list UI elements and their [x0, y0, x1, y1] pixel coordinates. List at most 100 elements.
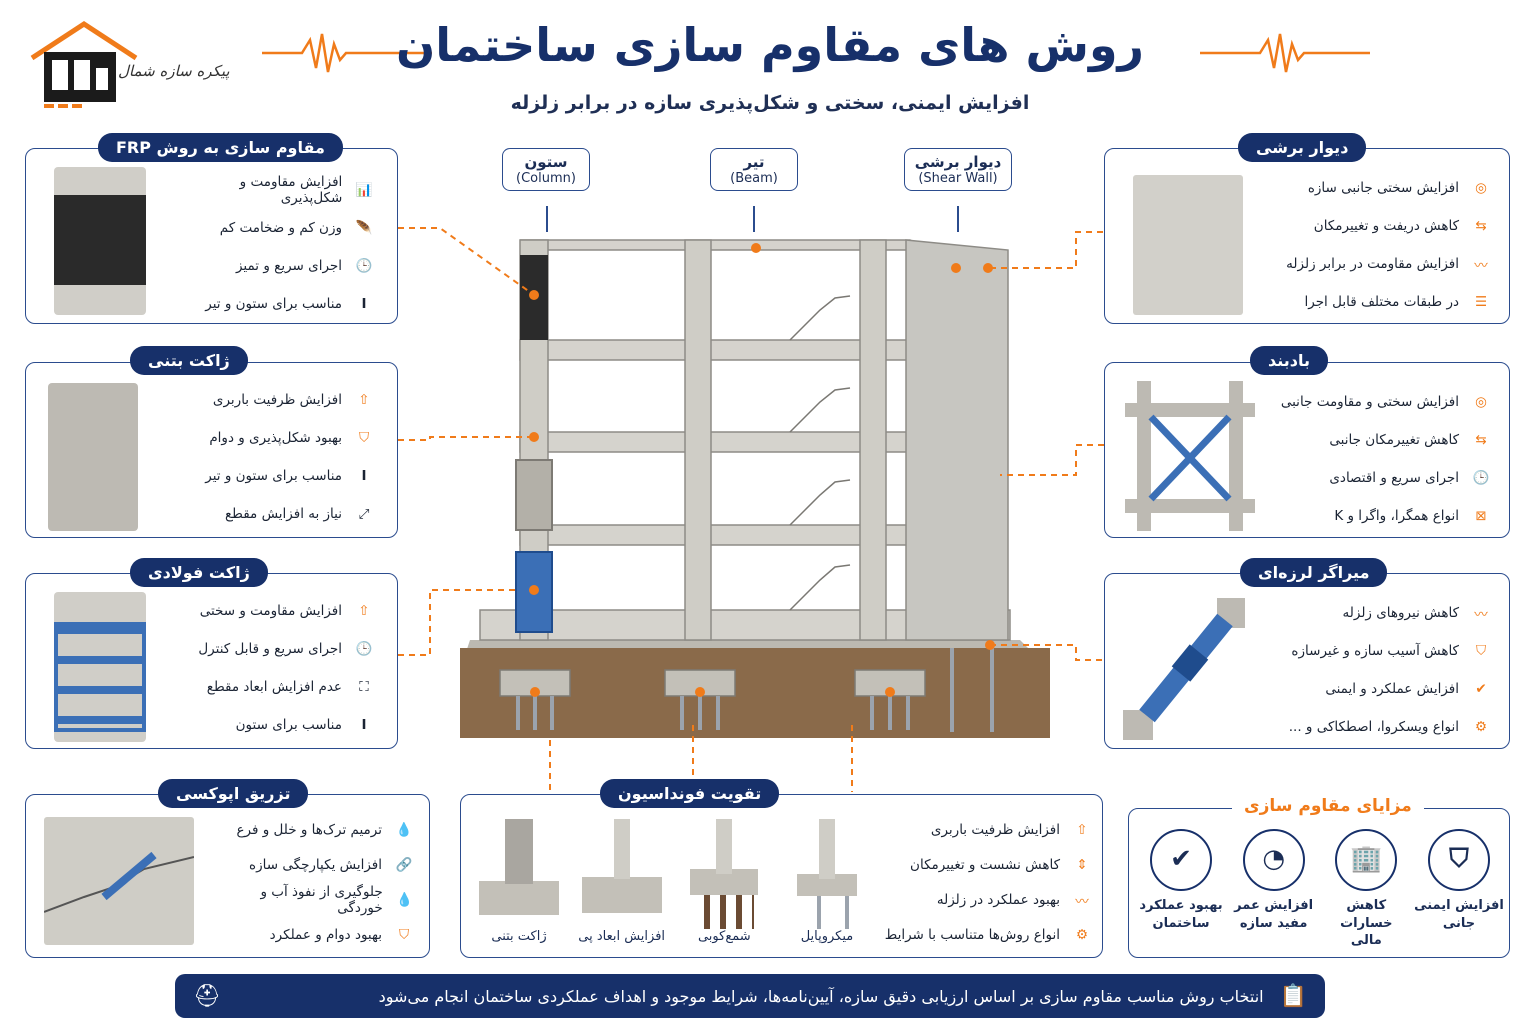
feature-item: ⛶عدم افزایش ابعاد مقطع — [176, 672, 376, 702]
damper-image — [1123, 598, 1245, 740]
feature-item: 📊افزایش مقاومت و شکل‌پذیری — [176, 174, 376, 206]
feature-item: ⛉بهبود دوام و عملکرد — [216, 920, 416, 950]
feather-icon: 🪶 — [355, 220, 373, 236]
steel-jacket-title: ژاکت فولادی — [130, 558, 268, 587]
pulse-icon: 〰 — [1075, 894, 1089, 910]
micropile-image — [780, 819, 873, 929]
arrow-up-icon: ⇧ — [358, 603, 370, 619]
footing-enlarge-image — [575, 819, 668, 929]
feature-item: ⚙انواع روش‌ها متناسب با شرایط — [879, 920, 1094, 950]
check-circle-icon: ✔ — [1475, 681, 1487, 697]
concrete-jacket-image — [48, 383, 138, 531]
feature-item: ⇕کاهش نشست و تغییرمکان — [879, 850, 1094, 880]
foundation-type-label: افزایش ابعاد پی — [578, 929, 666, 944]
pulse-icon: 〰 — [1474, 607, 1488, 623]
shear-wall-panel: ◎افزایش سختی جانبی سازه ⇆کاهش دریفت و تغ… — [1104, 148, 1510, 324]
arrows-horizontal-icon: ⇆ — [1475, 432, 1487, 448]
feature-item: ☰در طبقات مختلف قابل اجرا — [1273, 287, 1493, 317]
arrow-up-icon: ⇧ — [358, 392, 370, 408]
drop-icon: 💧 — [395, 822, 413, 838]
feature-item: 🕒اجرای سریع و قابل کنترل — [176, 634, 376, 664]
feature-item: 〰کاهش نیروهای زلزله — [1273, 598, 1493, 628]
i-beam-icon: I — [361, 468, 367, 484]
expand-icon: ⤢ — [358, 506, 370, 522]
company-logo — [26, 18, 266, 108]
clock-icon: 🕒 — [355, 258, 373, 274]
shield-icon: ⛉ — [1475, 643, 1487, 659]
page-title: روش های مقاوم سازی ساختمان — [395, 18, 1145, 72]
feature-item: 🕒اجرای سریع و اقتصادی — [1273, 463, 1493, 493]
feature-item: 〰افزایش مقاومت در برابر زلزله — [1273, 249, 1493, 279]
shield-icon: ⛉ — [358, 430, 370, 446]
column-label: ستون(Column) — [502, 148, 590, 191]
frp-panel-title: مقاوم سازی به روش FRP — [98, 133, 343, 162]
pile-driving-image — [678, 819, 771, 929]
feature-item: ⇧افزایش ظرفیت باربری — [176, 385, 376, 415]
feature-item: 🕒اجرای سریع و تمیز — [176, 251, 376, 281]
pulse-icon: 〰 — [1474, 258, 1488, 274]
gear-icon: ⚙ — [1075, 927, 1089, 943]
bracing-title: بادبند — [1250, 346, 1329, 375]
feature-item: ⇧افزایش ظرفیت باربری — [879, 815, 1094, 845]
epoxy-panel: 💧ترمیم ترک‌ها و خلل و فرع 🔗افزایش یکپارچ… — [25, 794, 430, 958]
i-beam-icon: I — [361, 717, 367, 733]
feature-item: ◎افزایش سختی جانبی سازه — [1273, 173, 1493, 203]
feature-item: 💧ترمیم ترک‌ها و خلل و فرع — [216, 815, 416, 845]
bar-chart-icon: 📊 — [355, 182, 373, 198]
feature-item: ⇆کاهش تغییرمکان جانبی — [1273, 425, 1493, 455]
epoxy-image — [43, 817, 195, 945]
advantages-title: مزایای مقاوم سازی — [1232, 796, 1424, 816]
layers-icon: ☰ — [1474, 294, 1488, 310]
seismic-pulse-icon — [1200, 33, 1370, 73]
target-icon: ◎ — [1475, 180, 1487, 196]
epoxy-title: تزریق اپوکسی — [158, 779, 309, 808]
feature-item: ⇆کاهش دریفت و تغییرمکان — [1273, 211, 1493, 241]
foundation-type-label: میکروپایل — [800, 929, 854, 944]
concrete-jacket-footing-image — [473, 819, 565, 929]
footer-text: انتخاب روش مناسب مقاوم سازی بر اساس ارزی… — [378, 986, 1264, 1006]
feature-item: ⚙انواع ویسکروا، اصطکاکی و ... — [1273, 712, 1493, 742]
feature-item: ⛉بهبود شکل‌پذیری و دوام — [176, 423, 376, 453]
feature-item: 〰بهبود عملکرد در زلزله — [879, 885, 1094, 915]
foundation-type-label: شمع‌کوبی — [697, 929, 751, 944]
drop-icon: 💧 — [395, 892, 413, 908]
bracing-image — [1125, 381, 1255, 531]
feature-item: ⊠انواع همگرا، واگرا و K — [1273, 501, 1493, 531]
link-icon: 🔗 — [395, 857, 413, 873]
steel-jacket-panel: ⇧افزایش مقاومت و سختی 🕒اجرای سریع و قابل… — [25, 573, 398, 749]
bracing-panel: ◎افزایش سختی و مقاومت جانبی ⇆کاهش تغییرم… — [1104, 362, 1510, 538]
building-illustration — [460, 239, 1050, 738]
building-icon: 🏢 — [1335, 829, 1398, 891]
shear-wall — [905, 239, 1009, 641]
shear-wall-image — [1133, 175, 1243, 315]
x-brace-icon: ⊠ — [1475, 508, 1487, 524]
damper-panel: 〰کاهش نیروهای زلزله ⛉کاهش آسیب سازه و غی… — [1104, 573, 1510, 749]
helmet-icon: ⛑ — [193, 983, 221, 1009]
damper-title: میراگر لرزه‌ای — [1240, 558, 1388, 587]
logo-text: پیکره سازه شمال — [118, 62, 230, 80]
concrete-jacket-title: ژاکت بتنی — [130, 346, 248, 375]
feature-item: ◎افزایش سختی و مقاومت جانبی — [1273, 387, 1493, 417]
feature-item: ⛉کاهش آسیب سازه و غیرسازه — [1273, 636, 1493, 666]
gauge-icon: ◔ — [1242, 829, 1305, 891]
feature-item: 💧جلوگیری از نفوذ آب و خوردگی — [216, 884, 416, 916]
feature-item: 🪶وزن کم و ضخامت کم — [176, 213, 376, 243]
arrow-up-icon: ⇧ — [1076, 822, 1088, 838]
gear-icon: ⚙ — [1474, 719, 1488, 735]
check-circle-icon: ✔ — [1150, 829, 1212, 891]
foundation-panel: میکروپایل شمع‌کوبی افزایش ابعاد پی ژاکت … — [460, 794, 1103, 958]
i-beam-icon: I — [361, 296, 367, 312]
settlement-icon: ⇕ — [1076, 857, 1088, 873]
foundation-title: تقویت فونداسیون — [600, 779, 780, 808]
feature-item: 🔗افزایش یکپارچگی سازه — [216, 850, 416, 880]
shield-icon: ⛉ — [398, 927, 410, 943]
footer-bar: 📋 انتخاب روش مناسب مقاوم سازی بر اساس ار… — [175, 974, 1325, 1018]
